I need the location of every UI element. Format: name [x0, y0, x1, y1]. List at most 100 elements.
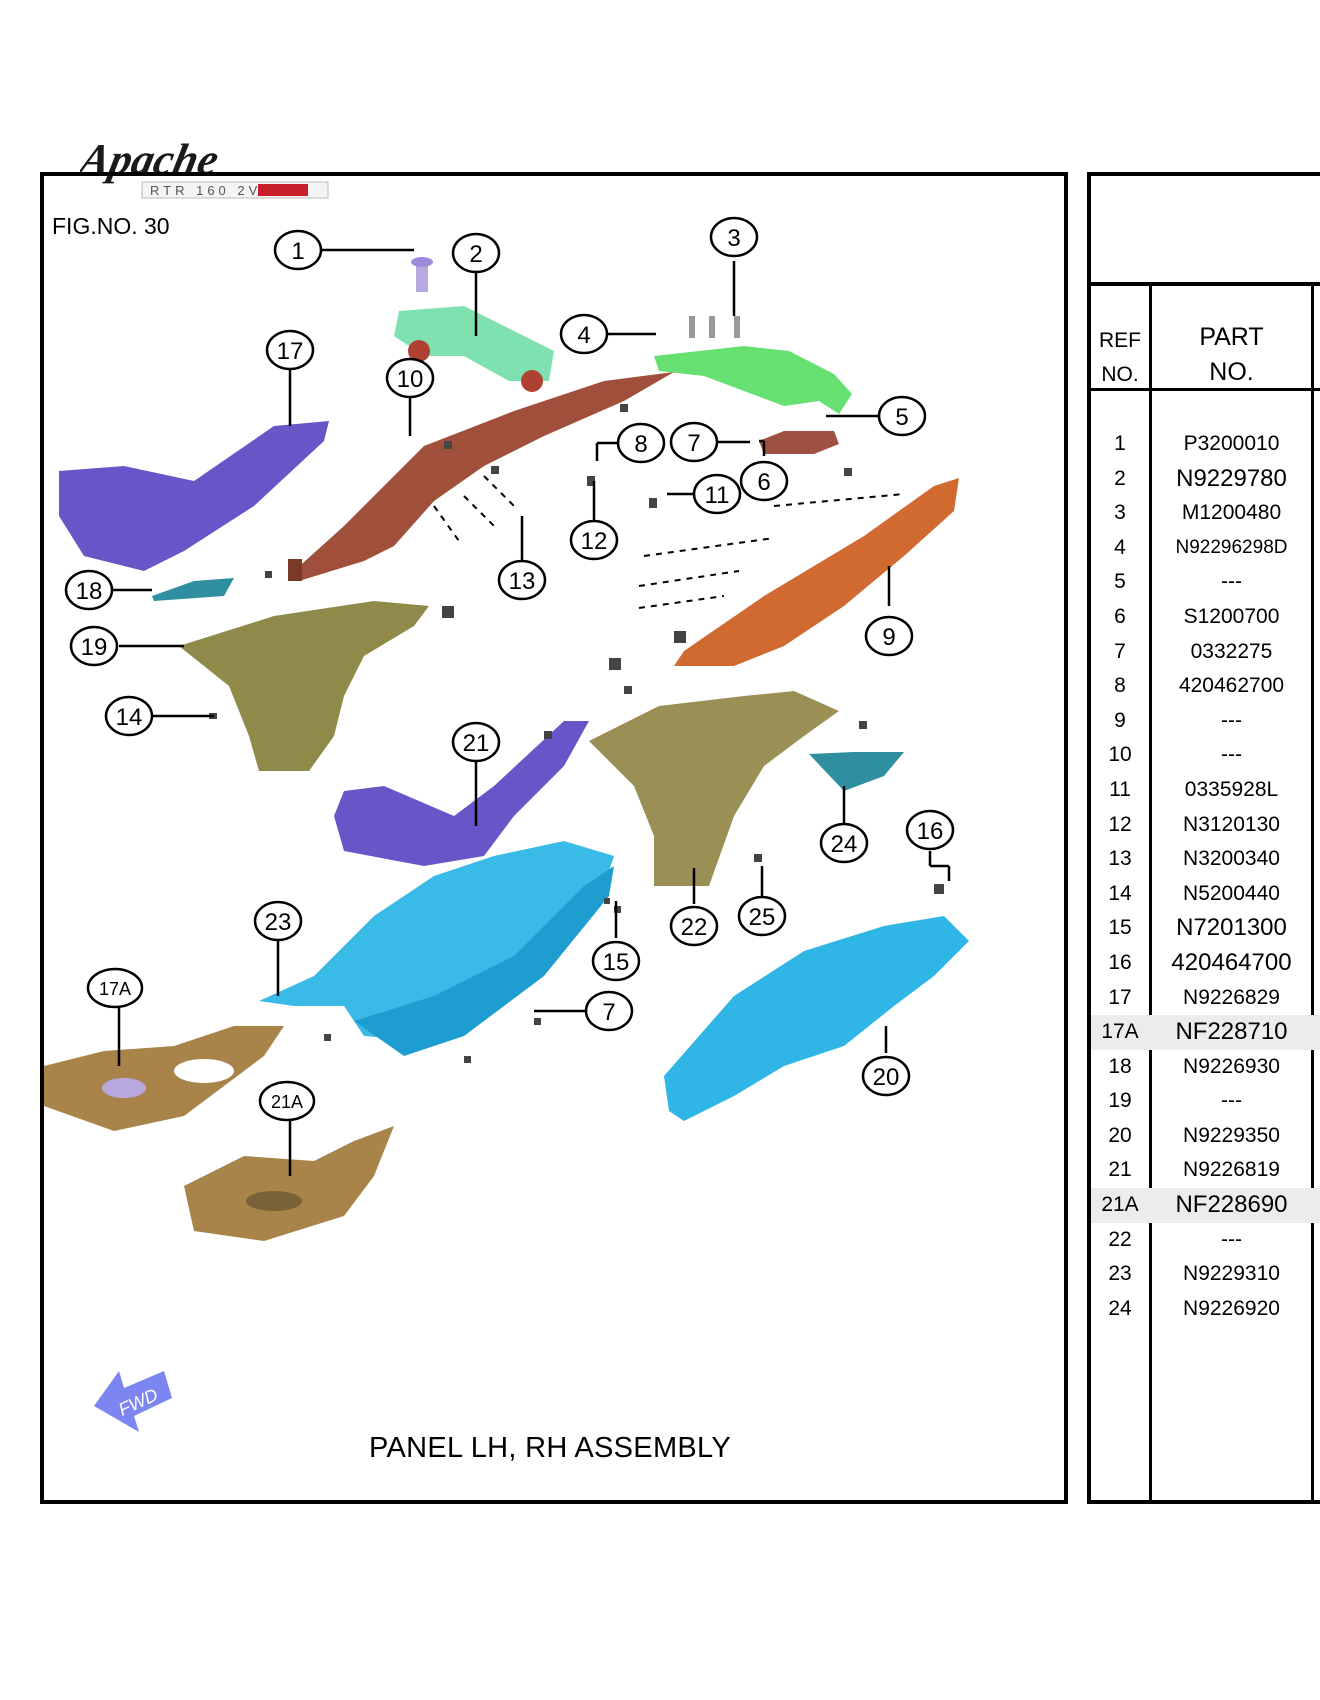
- callout-19: 19: [81, 634, 108, 661]
- part-no-cell: NF228690: [1175, 1191, 1288, 1219]
- figure-number: FIG.NO. 30: [52, 213, 170, 239]
- part-no-cell: ---: [1221, 1227, 1242, 1251]
- part-no-cell: 420462700: [1178, 674, 1285, 698]
- part-no-cell: P3200010: [1183, 432, 1280, 455]
- ref-no-header: REF NO.: [1091, 324, 1149, 392]
- ref-no-cell: 20: [1108, 1123, 1132, 1147]
- ref-header-line-1: REF: [1099, 329, 1141, 352]
- ref-no-cell: 3: [1114, 501, 1126, 525]
- callout-25: 25: [749, 904, 776, 931]
- part-no-header: PART NO.: [1152, 320, 1311, 390]
- part-21-side-panel: [334, 721, 589, 866]
- ref-no-cell: 22: [1108, 1227, 1132, 1251]
- logo-subtext: RTR 160 2V: [150, 183, 261, 198]
- part-10-seat-cowl: [288, 372, 674, 581]
- parts-table-frame: [1087, 172, 1320, 1504]
- part-no-cell: N3120130: [1183, 812, 1280, 836]
- part-header-line-2: NO.: [1209, 358, 1254, 386]
- exploded-parts-diagram: 1 2 3 4 5 6 7 8 9 10 11 12 13 14 15 16 1…: [44, 216, 969, 1432]
- part-no-cell: 0332275: [1190, 639, 1273, 663]
- callout-16: 16: [917, 818, 944, 845]
- callout-7b: 7: [602, 999, 615, 1026]
- callout-circles: [64, 216, 955, 1122]
- part-no-cell: N9226829: [1183, 985, 1280, 1009]
- table-row: 19---: [1091, 1084, 1320, 1119]
- diagram-frame: [40, 172, 1068, 1504]
- part-4-grab-rail: [654, 316, 852, 414]
- table-row: 11 0335928L: [1091, 773, 1320, 808]
- ref-no-cell: 10: [1108, 743, 1132, 767]
- callout-24: 24: [831, 831, 858, 858]
- callout-labels: 1 2 3 4 5 6 7 8 9 10 11 12 13 14 15 16 1…: [76, 225, 944, 1112]
- part-17-side-panel: [59, 421, 329, 571]
- callout-23: 23: [265, 909, 292, 936]
- callout-5: 5: [895, 404, 908, 431]
- ref-header-line-2: NO.: [1101, 363, 1139, 386]
- ref-no-cell: 5: [1114, 570, 1126, 594]
- part-17a-panel: [44, 1026, 284, 1131]
- callout-21a: 21A: [271, 1092, 303, 1112]
- ref-no-cell: 21: [1108, 1158, 1132, 1182]
- part-no-cell: 0335928L: [1184, 777, 1279, 801]
- callout-6: 6: [757, 469, 770, 496]
- ref-no-cell: 19: [1108, 1089, 1132, 1113]
- part-1-bolt: [411, 257, 433, 292]
- table-row: 17 N9226829: [1091, 981, 1320, 1016]
- ref-no-cell: 17A: [1101, 1020, 1139, 1044]
- part-2-bracket: [394, 306, 554, 392]
- table-row: 16 420464700: [1091, 946, 1320, 981]
- callout-14: 14: [116, 704, 143, 731]
- ref-no-cell: 16: [1108, 950, 1132, 974]
- ref-no-cell: 15: [1108, 916, 1132, 940]
- ref-no-cell: 23: [1108, 1262, 1132, 1286]
- part-no-cell: N9226920: [1183, 1296, 1280, 1320]
- ref-no-cell: 18: [1108, 1054, 1132, 1078]
- ref-no-cell: 9: [1114, 708, 1126, 732]
- ref-no-cell: 21A: [1101, 1193, 1139, 1217]
- part-no-cell: 420464700: [1171, 948, 1292, 976]
- fasteners: [209, 404, 944, 1063]
- part-19-side-cover: [179, 601, 429, 771]
- ref-no-cell: 12: [1108, 812, 1132, 836]
- fwd-arrow-icon: FWD: [94, 1371, 172, 1432]
- assembly-lines: [433, 475, 905, 609]
- table-row: 22 ---: [1091, 1223, 1320, 1258]
- part-no-cell: N9226930: [1183, 1054, 1280, 1078]
- part-24-clip: [809, 752, 904, 791]
- table-row: 20 N9229350: [1091, 1119, 1320, 1154]
- table-row: 9---: [1091, 704, 1320, 739]
- table-row: 12 N3120130: [1091, 808, 1320, 843]
- table-column-divider: [1149, 282, 1152, 1504]
- part-header-line-1: PART: [1199, 323, 1264, 351]
- callout-7: 7: [687, 430, 700, 457]
- part-no-cell: N9229350: [1183, 1123, 1280, 1147]
- ref-no-cell: 4: [1114, 535, 1126, 559]
- callout-17a: 17A: [99, 979, 131, 999]
- ref-no-cell: 11: [1109, 777, 1131, 801]
- leader-lines: [112, 248, 951, 1176]
- ref-no-cell: 2: [1114, 466, 1126, 490]
- callout-15: 15: [603, 949, 630, 976]
- ref-no-cell: 13: [1108, 847, 1132, 871]
- table-divider: [1087, 388, 1320, 391]
- part-no-cell: M1200480: [1181, 501, 1282, 525]
- table-row: 18 N9226930: [1091, 1050, 1320, 1085]
- callout-22: 22: [681, 914, 708, 941]
- part-no-cell: N5200440: [1183, 881, 1280, 905]
- callout-18: 18: [76, 578, 103, 605]
- callout-3: 3: [727, 225, 740, 252]
- part-23-inner-frame: [259, 841, 614, 1056]
- part-no-cell: S1200700: [1183, 604, 1280, 628]
- ref-no-cell: 17: [1108, 985, 1132, 1009]
- callout-9: 9: [882, 624, 895, 651]
- callout-1: 1: [291, 238, 304, 265]
- part-no-cell: ---: [1221, 743, 1242, 767]
- table-column-divider: [1311, 282, 1314, 1504]
